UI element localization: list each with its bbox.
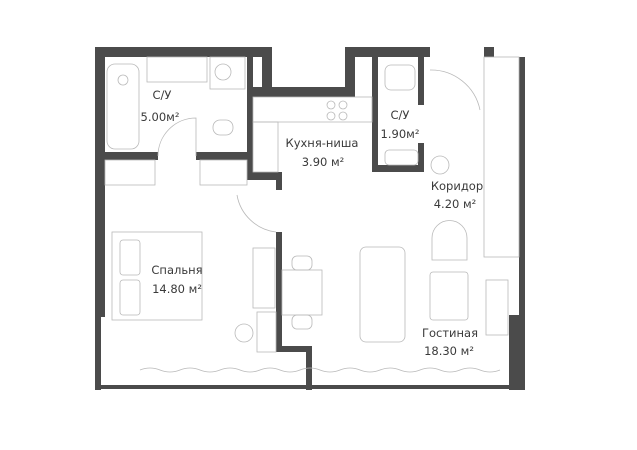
dining-table	[281, 269, 323, 316]
room-area: 14.80 м²	[152, 282, 202, 296]
bed	[111, 231, 203, 321]
room-name: С/У	[391, 108, 410, 122]
door-swing	[429, 69, 481, 111]
toilet	[384, 64, 416, 91]
furniture	[104, 56, 520, 373]
room-name: Гостиная	[422, 326, 478, 340]
room-area: 3.90 м²	[302, 155, 345, 169]
armchair	[431, 220, 468, 261]
curtain	[139, 367, 501, 373]
wardrobe	[104, 159, 156, 186]
washer	[209, 56, 246, 90]
wardrobe	[483, 56, 520, 258]
room-name: С/У	[153, 88, 172, 102]
tv-stand	[485, 279, 509, 336]
kitchen-counter	[252, 96, 373, 123]
sink	[384, 149, 419, 166]
room-area: 5.00м²	[141, 110, 180, 124]
door-swing	[157, 117, 197, 157]
door-swing	[236, 194, 277, 233]
room-area: 18.30 м²	[424, 344, 474, 358]
sink	[146, 56, 208, 83]
room-name: Кухня-ниша	[286, 136, 359, 150]
room-name: Спальня	[151, 263, 202, 277]
tv-stand	[252, 247, 276, 309]
sofa	[359, 246, 406, 343]
room-area: 4.20 м²	[434, 197, 477, 211]
toilet	[212, 119, 234, 136]
coffee-table	[429, 271, 469, 321]
room-labels: С/У 5.00м² Кухня-ниша 3.90 м² С/У 1.90м²…	[141, 88, 484, 358]
room-name: Коридор	[431, 179, 483, 193]
bathtub	[106, 63, 140, 150]
walls	[95, 47, 525, 390]
room-area: 1.90м²	[381, 127, 420, 141]
